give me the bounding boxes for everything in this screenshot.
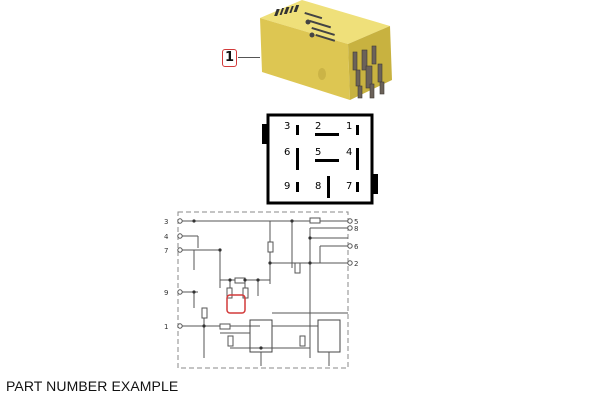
pin-9	[296, 182, 299, 192]
pin-3	[296, 125, 299, 135]
pin-1	[356, 125, 359, 135]
terminal-label-9: 9	[164, 289, 168, 297]
pin-label-1: 1	[346, 121, 352, 132]
circuit-schematic: 3 4 7 9 1 5 8 6 2	[164, 211, 359, 369]
terminal-label-2: 2	[354, 260, 358, 268]
pin-label-6: 6	[284, 147, 290, 158]
pin-label-3: 3	[284, 121, 290, 132]
pin-2	[315, 133, 339, 136]
terminal-label-4: 4	[164, 233, 169, 241]
pin-8	[327, 176, 330, 198]
barcode-icon	[274, 5, 300, 16]
pin-label-2: 2	[315, 121, 321, 132]
pin-label-5: 5	[315, 147, 321, 158]
terminal-label-1: 1	[164, 323, 168, 331]
highlight-box	[226, 294, 246, 314]
terminal-label-5: 5	[354, 218, 358, 226]
pin-label-9: 9	[284, 181, 290, 192]
callout-leader-line	[238, 57, 260, 58]
terminal-label-6: 6	[354, 243, 359, 251]
terminal-label-8: 8	[354, 225, 358, 233]
pin-4	[356, 148, 359, 170]
pinout-diagram: 3 2 1 6 5 4 9 8 7	[262, 113, 378, 205]
pin-label-7: 7	[346, 181, 352, 192]
callout-label: 1	[222, 49, 237, 67]
pinout-key-right	[371, 174, 378, 194]
pin-5	[315, 159, 339, 162]
pin-7	[356, 182, 359, 192]
pin-6	[296, 148, 299, 170]
pin-label-4: 4	[346, 147, 352, 158]
terminal-label-7: 7	[164, 247, 168, 255]
terminal-label-3: 3	[164, 218, 168, 226]
caption: PART NUMBER EXAMPLE	[6, 378, 179, 394]
relay-photo	[260, 0, 392, 100]
pin-label-8: 8	[315, 181, 321, 192]
pinout-key-left	[262, 124, 269, 144]
